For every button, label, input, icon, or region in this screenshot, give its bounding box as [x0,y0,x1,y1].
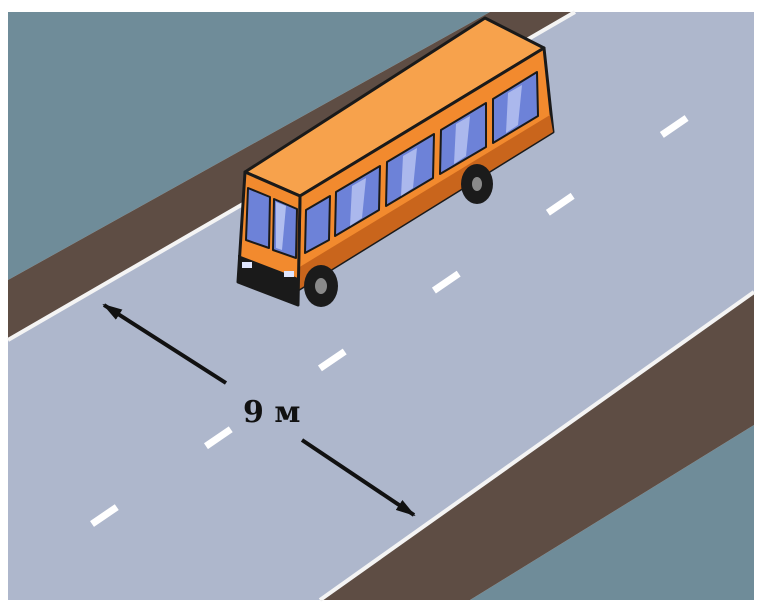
bus-window-glare-2 [350,178,366,226]
bus-front-bumper [238,255,298,305]
bus-wheel-front [304,265,338,307]
bus-windshield-left [245,187,271,249]
bus-side-skirt [298,115,553,290]
bus-headlight-right [284,271,294,277]
dimension-arrow-down [300,438,416,517]
bus-window-1 [304,195,331,254]
bus-windshield-glare [276,202,286,250]
road-width-label: 9 м [243,395,300,430]
bus-headlight-left [242,262,252,268]
bus-window-glare-3 [401,148,417,196]
road-surface [8,12,754,600]
road-edge-line-bottom [318,290,756,602]
bus-window-glare-4 [454,116,470,164]
bus-wheel-rear [461,164,493,204]
dimension-arrow-up [102,303,228,385]
bus [236,16,555,307]
bus-window-glare-5 [506,85,522,133]
